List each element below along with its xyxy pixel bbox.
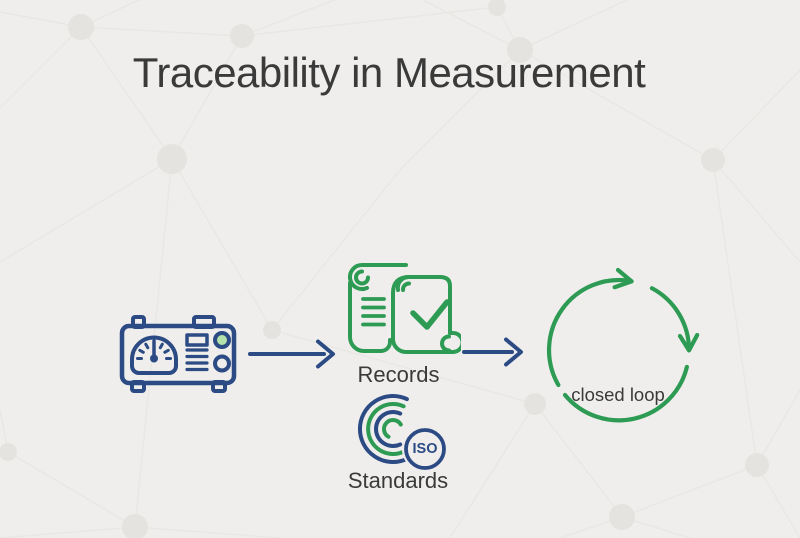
- closed-loop-label: closed loop: [571, 384, 665, 405]
- gauge-dial: [130, 335, 178, 375]
- iso-badge-label: ISO: [413, 441, 438, 457]
- flow-arrow-1-icon: [248, 339, 335, 369]
- checkmark-icon: [410, 299, 450, 330]
- front-scroll: [391, 274, 461, 354]
- instrument-vent-lines: [185, 348, 209, 372]
- instrument-knob-green: [213, 331, 231, 349]
- flow-arrow-2-icon: [462, 337, 523, 367]
- scroll-text-lines: [361, 297, 386, 327]
- gauge-hub: [150, 354, 158, 363]
- instrument-body: [119, 323, 237, 386]
- loop-arc-bottom: [562, 364, 689, 423]
- instrument-knob-plain: [213, 354, 231, 373]
- loop-arrowhead-right: [677, 332, 700, 353]
- loop-arc-main: [546, 277, 634, 388]
- back-scroll: [348, 263, 408, 353]
- closed-loop-icon: [546, 267, 700, 423]
- mesh-nodes: [0, 0, 769, 538]
- instrument-display: [185, 333, 209, 347]
- loop-arc-right: [649, 286, 692, 353]
- records-label: Records: [357, 362, 440, 387]
- slide-title: Traceability in Measurement: [132, 49, 646, 96]
- standards-label: Standards: [347, 468, 449, 493]
- iso-badge-circle: [404, 428, 446, 470]
- standards-iso-icon: ISO: [357, 394, 448, 472]
- loop-arrowhead-top: [612, 267, 634, 290]
- measurement-instrument-icon: [119, 315, 237, 393]
- concentric-arcs: [357, 394, 409, 464]
- gauge-ticks: [136, 342, 172, 360]
- records-icon: [348, 263, 461, 354]
